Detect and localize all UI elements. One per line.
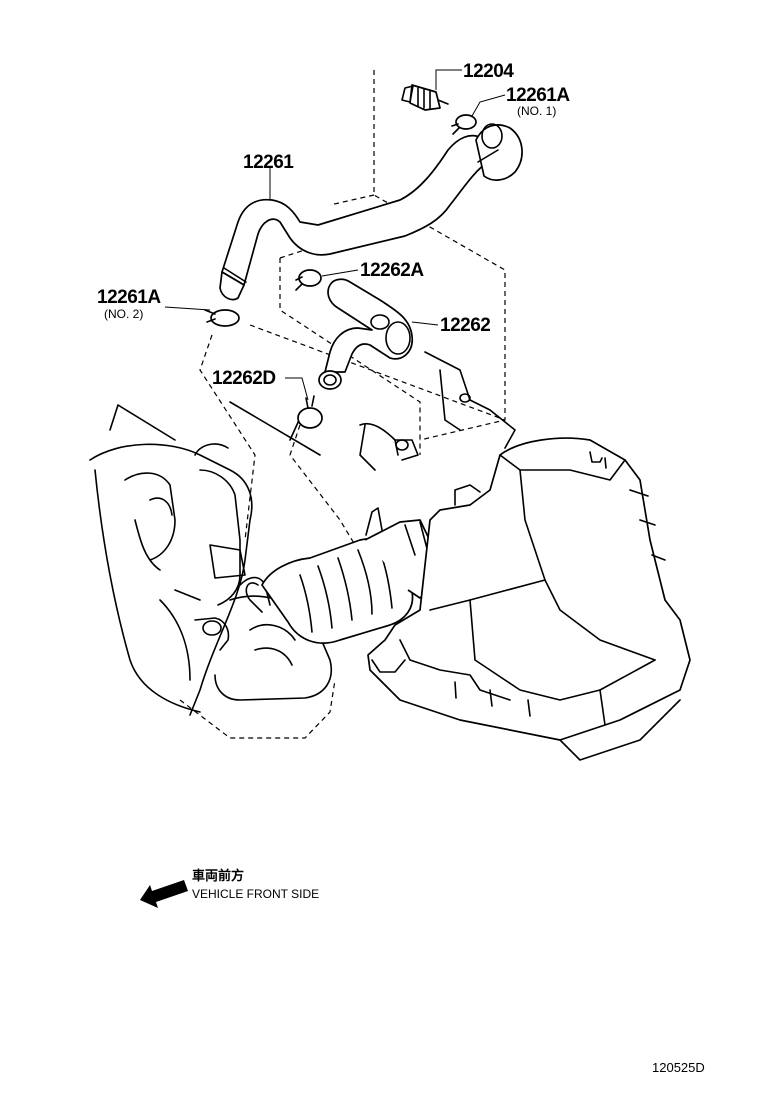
reference-dashes <box>179 70 506 739</box>
callout-12262A: 12262A <box>360 260 424 281</box>
hose-clamp-12262D-part <box>297 395 323 429</box>
pcv-bracket <box>229 351 516 471</box>
left-down-arrow-icon <box>140 880 188 908</box>
callout-12261A-no2: 12261A <box>97 287 161 308</box>
callout-12261A-no1-sub: (NO. 1) <box>517 104 556 118</box>
callout-12204: 12204 <box>463 61 514 82</box>
hose-clamp-no2-part <box>204 309 240 327</box>
ventilation-hose-no2-part <box>318 278 413 390</box>
callout-12261: 12261 <box>243 152 294 173</box>
vehicle-front-english: VEHICLE FRONT SIDE <box>192 887 319 901</box>
air-cleaner-case <box>367 437 691 761</box>
leader-lines <box>164 69 506 401</box>
engine-assembly <box>89 404 332 716</box>
hose-clamp-no1-part <box>451 114 477 135</box>
hose-clamp-12262A-part <box>295 269 322 291</box>
vehicle-front-japanese: 車両前方 <box>192 868 244 883</box>
callout-12261A-no1: 12261A <box>506 85 570 106</box>
vehicle-front-indicator: 車両前方 VEHICLE FRONT SIDE <box>140 868 319 908</box>
callouts: 12204 12261A (NO. 1) 12261 12262A 12261A… <box>97 61 571 389</box>
callout-12261A-no2-sub: (NO. 2) <box>104 307 143 321</box>
diagram-code: 120525D <box>652 1060 705 1075</box>
callout-12262: 12262 <box>440 315 490 336</box>
pcv-valve-part <box>401 84 449 111</box>
ventilation-hose-no1-part <box>219 123 523 301</box>
callout-12262D: 12262D <box>212 368 276 389</box>
intake-hose <box>245 507 437 644</box>
